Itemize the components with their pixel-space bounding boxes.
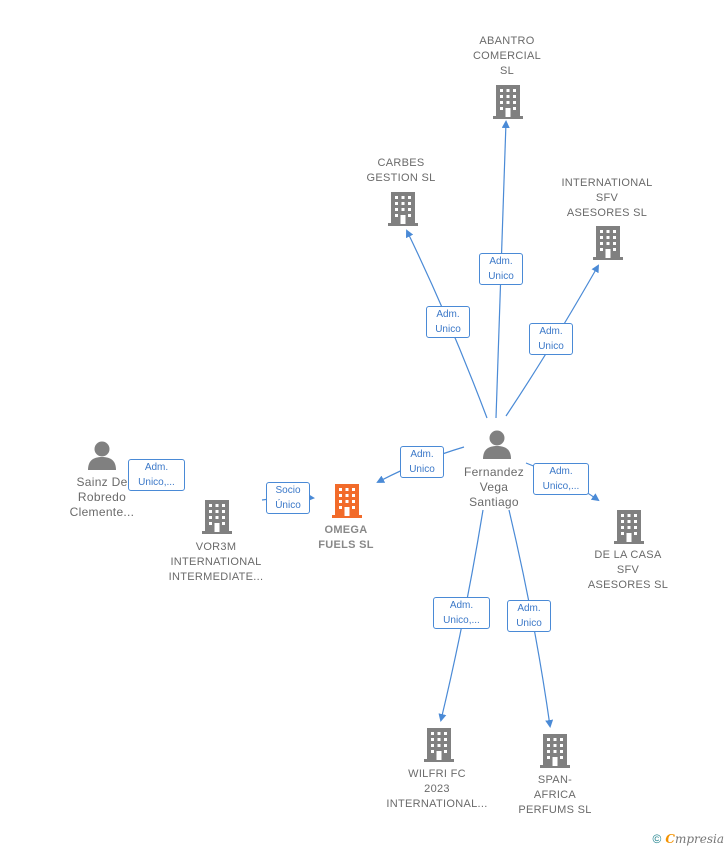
building-icon-abantro[interactable] [493, 85, 523, 119]
footer-brand: © Cmpresia [653, 832, 724, 846]
node-label-international-sfv[interactable]: INTERNATIONAL SFV ASESORES SL [561, 177, 653, 219]
building-icon-international-sfv[interactable] [593, 226, 623, 260]
person-icon-sainz[interactable] [88, 441, 116, 471]
building-icon-vor3m[interactable] [202, 500, 232, 534]
building-icon-omega[interactable] [332, 484, 362, 518]
node-label-omega[interactable]: OMEGA FUELS SL [318, 524, 374, 551]
node-label-sainz[interactable]: Sainz De Robredo Clemente... [69, 475, 135, 519]
edge-label-abantro[interactable]: Adm. Unico [479, 253, 523, 285]
brand-logo: Cmpresia [665, 832, 724, 846]
edge-label-sainz[interactable]: Adm. Unico,... [128, 459, 185, 491]
person-icon-fernandez[interactable] [483, 430, 511, 460]
building-icon-carbes[interactable] [388, 192, 418, 226]
node-label-delacasa[interactable]: DE LA CASA SFV ASESORES SL [587, 549, 669, 591]
edge-label-span[interactable]: Adm. Unico [507, 600, 551, 632]
node-label-abantro[interactable]: ABANTRO COMERCIAL SL [472, 35, 542, 77]
node-label-vor3m[interactable]: VOR3M INTERNATIONAL INTERMEDIATE... [168, 541, 264, 583]
copyright-icon: © [652, 832, 662, 846]
edge-label-omega[interactable]: Adm. Unico [400, 446, 444, 478]
node-label-carbes[interactable]: CARBES GESTION SL [366, 157, 436, 184]
building-icon-delacasa[interactable] [614, 510, 644, 544]
edge-label-intsfv[interactable]: Adm. Unico [529, 323, 573, 355]
edge-label-socio[interactable]: Socio Único [266, 482, 310, 514]
building-icon-wilfri[interactable] [424, 728, 454, 762]
edge-label-wilfri[interactable]: Adm. Unico,... [433, 597, 490, 629]
node-label-spanafrica[interactable]: SPAN- AFRICA PERFUMS SL [518, 774, 592, 816]
node-label-fernandez[interactable]: Fernandez Vega Santiago [463, 465, 525, 509]
edge-label-delacasa[interactable]: Adm. Unico,... [533, 463, 589, 495]
edge-label-carbes[interactable]: Adm. Unico [426, 306, 470, 338]
building-icon-spanafrica[interactable] [540, 734, 570, 768]
node-label-wilfri[interactable]: WILFRI FC 2023 INTERNATIONAL... [386, 768, 488, 810]
